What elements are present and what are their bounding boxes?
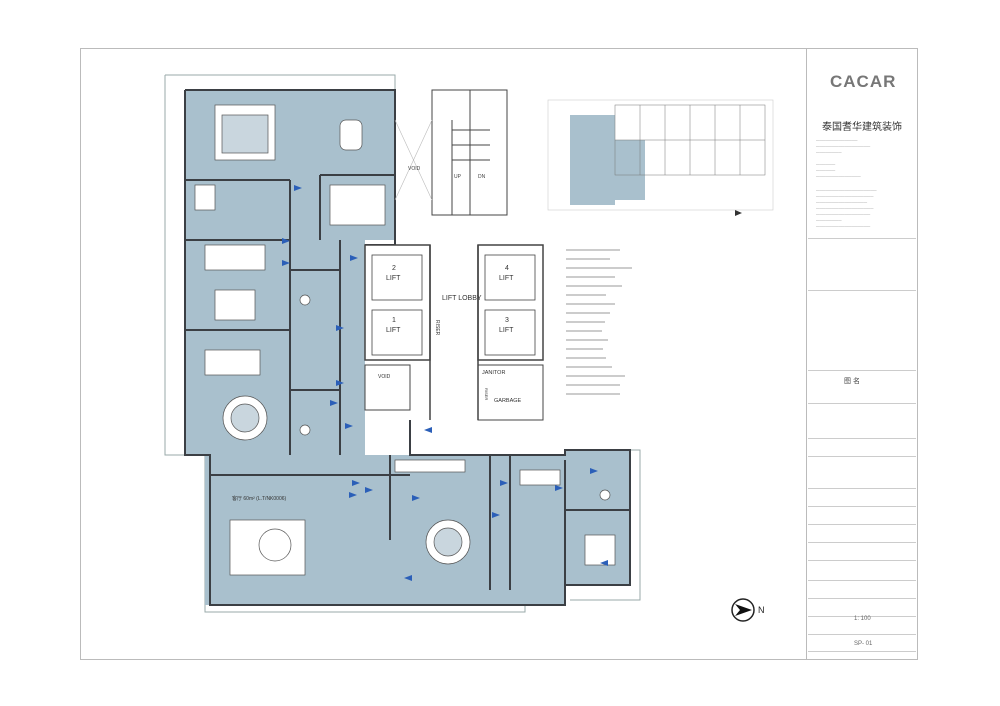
tb-rule	[808, 524, 916, 525]
bed-4	[584, 534, 616, 566]
company-logo: CACAR	[830, 72, 897, 91]
desk	[204, 244, 266, 271]
counter	[394, 459, 466, 473]
sheet-number: SP- 01	[854, 641, 873, 647]
tb-rule	[808, 634, 916, 635]
drawing-name-label: 图 名	[844, 378, 860, 385]
tb-rule	[808, 651, 916, 652]
closet-island	[329, 184, 386, 226]
lift-1-number: 1	[392, 317, 396, 324]
toilet-3	[599, 489, 611, 501]
tb-rule	[808, 616, 916, 617]
lift-4-label: LIFT	[499, 275, 514, 282]
lift-lobby-label: LIFT LOBBY	[442, 295, 482, 302]
tb-rule	[808, 403, 916, 404]
title-block: CACAR 泰国耆华建筑装饰 ─────────────────────────…	[808, 48, 918, 660]
living-room-label: 客厅 60m² (L.T/NK0006)	[232, 495, 287, 502]
stair-core	[394, 89, 508, 216]
north-label: N	[758, 605, 765, 615]
bed-2	[214, 289, 256, 321]
bed-3	[204, 349, 261, 376]
lift-lobby	[364, 244, 544, 421]
fine-print-notes: ────────────────────────────────────────…	[816, 188, 877, 229]
riser-label: RISER	[434, 320, 440, 336]
tb-rule	[808, 290, 916, 291]
tb-rule	[808, 598, 916, 599]
company-name: 泰国耆华建筑装饰	[822, 122, 902, 133]
bathtub	[339, 119, 363, 151]
coffee-table	[258, 528, 292, 562]
tb-rule	[808, 506, 916, 507]
furniture	[194, 104, 616, 576]
area-schedule	[566, 249, 632, 395]
stair-up-label: UP	[454, 174, 462, 180]
void-label-top: VOID	[408, 166, 421, 172]
tb-rule	[808, 438, 916, 439]
lift-3-number: 3	[505, 317, 509, 324]
tb-rule	[808, 580, 916, 581]
tb-rule	[808, 456, 916, 457]
garbage-label: GARBAGE	[494, 398, 522, 404]
void-label-lobby: VOID	[378, 374, 391, 380]
toilet	[299, 294, 311, 306]
view-arrows	[282, 185, 608, 581]
tb-rule	[808, 560, 916, 561]
tb-rule	[808, 488, 916, 489]
title-block-divider	[806, 48, 807, 660]
walls	[184, 89, 631, 606]
north-arrow-icon	[731, 598, 755, 622]
cabinet	[194, 184, 216, 211]
key-plan	[547, 99, 774, 216]
lift-3-label: LIFT	[499, 327, 514, 334]
lift-1-label: LIFT	[386, 327, 401, 334]
lift-2-number: 2	[392, 265, 396, 272]
stair-down-label: DN	[478, 174, 486, 180]
fine-print-block: ────────────────────────────────────────…	[816, 138, 871, 179]
kitchen-counter	[519, 469, 561, 486]
lift-2-label: LIFT	[386, 275, 401, 282]
lift-4-number: 4	[505, 265, 509, 272]
tb-rule	[808, 238, 916, 239]
tb-rule	[808, 370, 916, 371]
scale-value: 1: 100	[854, 616, 871, 622]
riser-label-2: RISER	[484, 388, 489, 400]
tb-rule	[808, 542, 916, 543]
janitor-label: JANITOR	[482, 370, 505, 376]
toilet-2	[299, 424, 311, 436]
